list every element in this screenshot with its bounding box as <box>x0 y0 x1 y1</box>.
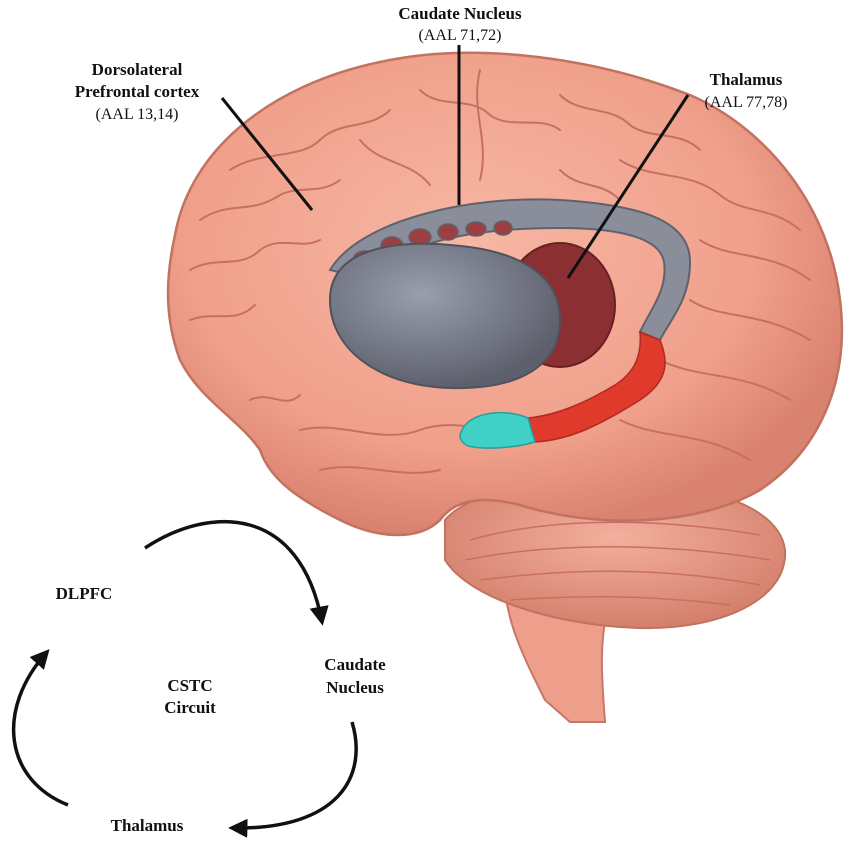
node-caudate-1: Caudate <box>324 655 386 674</box>
center-label-1: CSTC <box>167 676 212 695</box>
cerebellum-folia <box>464 521 771 606</box>
arrow-caudate-to-thalamus <box>228 721 358 838</box>
arrow-dlpfc-to-caudate <box>144 520 329 626</box>
label-dlpfc-aal: (AAL 13,14) <box>96 106 179 123</box>
label-dlpfc-title-2: Prefrontal cortex <box>75 82 200 101</box>
node-caudate-2: Nucleus <box>326 678 384 697</box>
node-dlpfc: DLPFC <box>56 584 113 603</box>
leader-thalamus <box>566 94 690 279</box>
label-thalamus-title: Thalamus <box>710 70 783 89</box>
leader-dlpfc <box>220 97 314 211</box>
label-dlpfc-title-1: Dorsolateral <box>92 60 183 79</box>
node-thalamus: Thalamus <box>111 816 184 835</box>
label-caudate-aal: (AAL 71,72) <box>419 27 502 44</box>
caudate-head <box>328 242 562 390</box>
label-caudate-title: Caudate Nucleus <box>398 4 522 23</box>
label-thalamus-aal: (AAL 77,78) <box>705 94 788 111</box>
cortical-sulci <box>189 69 811 474</box>
center-label-2: Circuit <box>164 698 216 717</box>
amygdala <box>459 411 536 449</box>
arrow-thalamus-to-dlpfc <box>12 649 69 807</box>
